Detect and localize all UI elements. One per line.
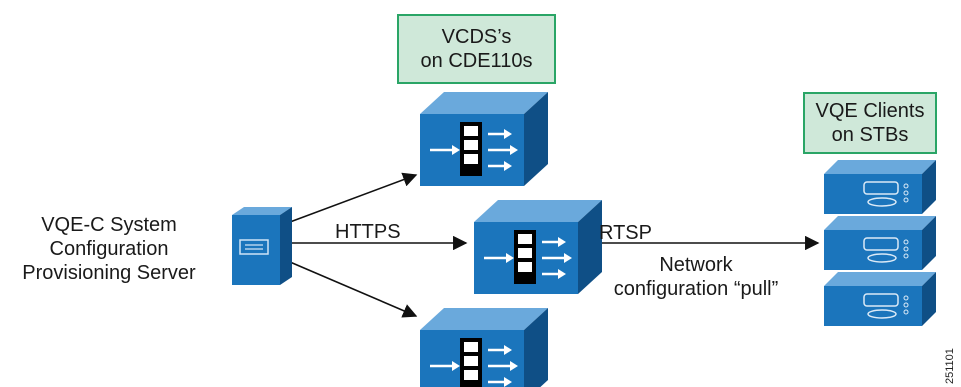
vcds-callout: VCDS’s on CDE110s bbox=[397, 14, 556, 84]
arrow-to-bottom-vcds bbox=[289, 261, 418, 318]
vcds-appliance-icon bbox=[420, 92, 548, 186]
pull-label-line-1: Network bbox=[659, 254, 733, 276]
arrow-to-top-vcds bbox=[289, 172, 418, 223]
clients-callout: VQE Clients on STBs bbox=[803, 92, 937, 154]
rtsp-label: RTSP bbox=[599, 222, 652, 244]
vcds-appliance-icon bbox=[474, 200, 602, 294]
https-label: HTTPS bbox=[335, 221, 401, 243]
server-label-line-1: VQE-C System bbox=[41, 214, 177, 236]
server-label: VQE-C System Configuration Provisioning … bbox=[0, 213, 218, 285]
vcds-appliance-icon bbox=[420, 308, 548, 387]
set-top-box-icon bbox=[824, 160, 936, 214]
vcds-callout-line-1: VCDS’s bbox=[441, 26, 512, 48]
server-label-line-3: Provisioning Server bbox=[22, 262, 196, 284]
figure-id: 251101 bbox=[944, 348, 956, 384]
set-top-box-icon bbox=[824, 272, 936, 326]
pull-label-line-2: configuration “pull” bbox=[613, 278, 779, 300]
pull-label: Network configuration “pull” bbox=[596, 253, 796, 301]
vcds-callout-line-2: on CDE110s bbox=[420, 50, 533, 72]
server-label-line-2: Configuration bbox=[49, 238, 169, 260]
clients-callout-line-2: on STBs bbox=[831, 124, 909, 146]
clients-callout-line-1: VQE Clients bbox=[815, 100, 925, 122]
set-top-box-icon bbox=[824, 216, 936, 270]
server-icon bbox=[232, 207, 292, 285]
